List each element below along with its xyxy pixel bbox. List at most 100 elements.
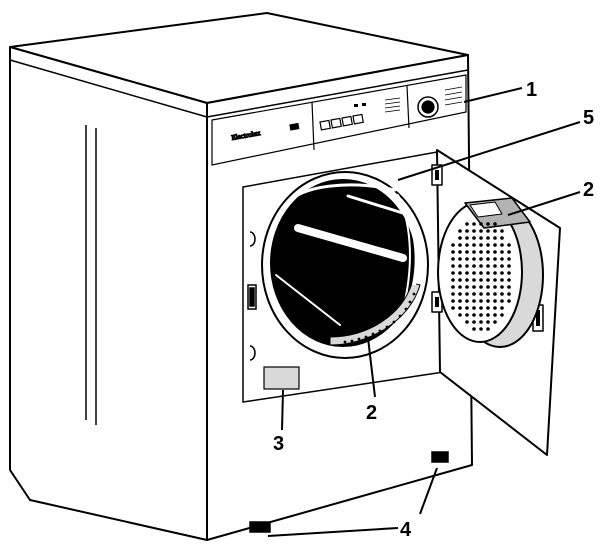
door-filter-hole: [486, 327, 490, 331]
door-filter-hole: [500, 306, 504, 310]
door-filter-hole: [486, 229, 490, 233]
leader-4-left: [267, 527, 399, 537]
door-filter-hole: [500, 313, 504, 317]
door-filter-hole: [507, 257, 511, 261]
door-filter-hole: [465, 257, 469, 261]
filter-holes: [343, 292, 416, 344]
leader-3: [281, 389, 284, 431]
door-filter-hole: [500, 250, 504, 254]
door-filter-hole: [458, 264, 462, 268]
door-filter-hole: [479, 264, 483, 268]
door-filter-hole: [479, 257, 483, 261]
door-filter-hole: [458, 299, 462, 303]
door-filter-hole: [451, 285, 455, 289]
door-filter-hole: [507, 271, 511, 275]
door-filter-hole: [507, 285, 511, 289]
callout-labels: 1 2 2 3 4 5: [273, 79, 594, 541]
door-filter-hole: [479, 320, 483, 324]
leader-2-door: [507, 191, 581, 216]
door-filter-hole: [472, 327, 476, 331]
door-filter-hole: [479, 229, 483, 233]
door-filter-hole: [472, 285, 476, 289]
rating-plate: [263, 366, 300, 390]
door-filter-hole: [465, 278, 469, 282]
program-button-2: [330, 117, 342, 129]
door-filter-hole: [486, 271, 490, 275]
door-filter-hole: [507, 278, 511, 282]
door-filter-hole: [500, 236, 504, 240]
door-filter-hole: [493, 243, 497, 247]
door-filter-hole: [493, 236, 497, 240]
door-filter-hole: [451, 243, 455, 247]
door-filter-hole: [493, 285, 497, 289]
door-filter-hole: [465, 285, 469, 289]
door-filter-hole: [465, 292, 469, 296]
door-filter-hole: [465, 243, 469, 247]
foot-right: [431, 451, 449, 463]
door-filter-hole: [493, 222, 497, 226]
door-filter-hole: [486, 285, 490, 289]
door-filter-hole: [479, 313, 483, 317]
door-filter-hole: [486, 306, 490, 310]
door-filter-hole: [493, 271, 497, 275]
door-filter-hole: [458, 257, 462, 261]
door-filter-hole: [472, 292, 476, 296]
door-filter-hole: [472, 236, 476, 240]
adjustable-feet: [249, 451, 449, 533]
door-filter-hole: [493, 306, 497, 310]
door-filter-hole: [472, 264, 476, 268]
catch-lower: [249, 345, 256, 361]
door-filter-hole: [465, 306, 469, 310]
door-filter-hole: [486, 236, 490, 240]
callout-label-4: 4: [400, 519, 412, 541]
door-filter-hole: [472, 257, 476, 261]
door-filter-hole: [479, 327, 483, 331]
drum: [261, 171, 429, 359]
door-filter-hole: [479, 285, 483, 289]
panel-legend-lines: [384, 86, 463, 113]
door-filter-hole: [472, 320, 476, 324]
door-filter-hole: [479, 222, 483, 226]
leader-5: [397, 121, 581, 181]
door-filter-hole: [493, 229, 497, 233]
door-filter-hole: [507, 264, 511, 268]
side-panel-lines: [85, 125, 97, 425]
program-button-4: [352, 113, 364, 125]
leader-1: [463, 87, 523, 103]
door-filter-hole: [465, 236, 469, 240]
door-filter-hole: [486, 320, 490, 324]
door-filter-hole: [472, 271, 476, 275]
door-filter-hole: [465, 313, 469, 317]
door-filter-hole: [479, 299, 483, 303]
door-filter-hole: [486, 250, 490, 254]
door-filter-hole: [451, 299, 455, 303]
door-filter-hole: [479, 306, 483, 310]
program-buttons: [319, 113, 364, 131]
door-filter-hole: [472, 306, 476, 310]
door-filter-hole: [500, 264, 504, 268]
door-filter-hole: [465, 299, 469, 303]
door-filter-hole: [486, 292, 490, 296]
door-filter-hole: [507, 299, 511, 303]
door-filter-hole: [493, 257, 497, 261]
door-filter-hole: [493, 299, 497, 303]
door-filter-hole: [500, 278, 504, 282]
door-filter-perforations: [451, 222, 511, 331]
door-filter-hole: [451, 306, 455, 310]
cabinet-top-rim: [9, 59, 469, 118]
door-filter-hole: [451, 271, 455, 275]
callout-label-3: 3: [273, 433, 284, 455]
door-filter-hole: [451, 278, 455, 282]
door-filter-hole: [493, 264, 497, 268]
panel-indicator: [289, 122, 300, 131]
door-filter-hole: [479, 271, 483, 275]
door-filter-hole: [458, 236, 462, 240]
door-filter-hole: [486, 299, 490, 303]
foot-left: [249, 521, 271, 533]
door-filter-hole: [479, 278, 483, 282]
door-filter-hole: [451, 292, 455, 296]
door-filter-hole: [486, 222, 490, 226]
program-button-3: [341, 115, 353, 127]
door-filter-hole: [500, 229, 504, 233]
door-filter-hole: [465, 320, 469, 324]
